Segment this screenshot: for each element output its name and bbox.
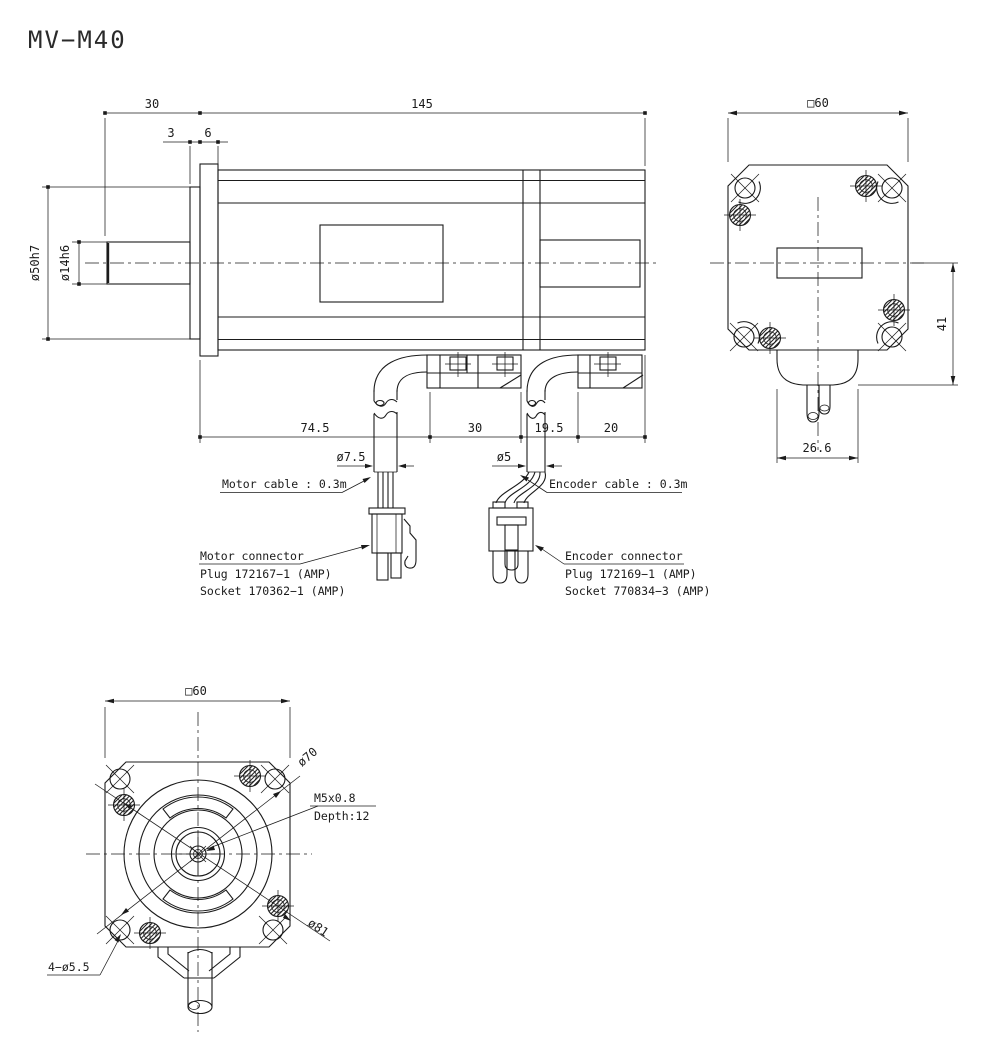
top-arc-slot xyxy=(162,796,234,819)
tap-thread-label: M5x0.8 xyxy=(314,791,356,805)
dim-30-bottom: 30 xyxy=(468,421,482,435)
motor-connector-drawing xyxy=(368,472,417,581)
dim-motor-cable-dia: ø7.5 xyxy=(337,450,366,464)
motor-body xyxy=(217,169,646,351)
encoder-cable-label: Encoder cable : 0.3m xyxy=(549,477,688,491)
dim-19-5: 19.5 xyxy=(535,421,564,435)
encoder-connector-title: Encoder connector xyxy=(565,549,683,563)
motor-cable xyxy=(373,354,428,473)
dim-20: 20 xyxy=(604,421,618,435)
dim-front-frame-size: □60 xyxy=(185,684,207,698)
front-cable-exit xyxy=(157,947,241,1015)
side-callouts: Motor cable : 0.3m Encoder cable : 0.3m … xyxy=(199,475,710,598)
front-corner-circle-dimension: ø81 xyxy=(94,783,331,942)
rear-41-dimension: 41 xyxy=(858,262,958,386)
dim-body-length: 145 xyxy=(411,97,433,111)
side-view: 30 145 3 6 ø50h7 ø14h6 xyxy=(28,97,710,598)
dim-pilot-diameter: ø70 xyxy=(295,745,321,770)
side-bottom-dimensions: 74.5 30 19.5 20 xyxy=(198,355,647,443)
rear-frame-dimension: □60 xyxy=(727,96,909,162)
front-tap-callout: M5x0.8 Depth:12 xyxy=(206,791,376,851)
rear-view: □60 xyxy=(710,96,958,463)
encoder-connector-socket: Socket 770834−3 (AMP) xyxy=(565,584,710,598)
motor-outline xyxy=(85,163,660,357)
encoder-connector-plug: Plug 172169−1 (AMP) xyxy=(565,567,697,581)
rear-connector-shroud xyxy=(776,350,859,423)
rear-26-6-dimension: 26.6 xyxy=(776,389,859,463)
encoder-cable xyxy=(526,354,579,473)
dim-74-5: 74.5 xyxy=(301,421,330,435)
bottom-arc-slot xyxy=(162,889,234,912)
front-view: □60 xyxy=(47,684,376,1032)
side-left-dimensions: ø50h7 ø14h6 xyxy=(28,185,190,341)
drawing-title: MV−M40 xyxy=(28,26,127,54)
encoder-connector-drawing xyxy=(488,471,546,584)
motor-cable-gland xyxy=(426,352,522,389)
dim-shoulder: 3 xyxy=(167,126,174,140)
dim-boss-diameter: ø50h7 xyxy=(28,245,42,281)
flange xyxy=(199,163,219,357)
encoder-cable-gland xyxy=(577,352,644,389)
dim-connector-width: 26.6 xyxy=(803,441,832,455)
front-frame-dimension: □60 xyxy=(104,684,291,758)
cable-diameter-dimensions: ø7.5 ø5 xyxy=(337,450,562,469)
motor-cable-label: Motor cable : 0.3m xyxy=(222,477,347,491)
dim-rear-frame-size: □60 xyxy=(807,96,829,110)
motor-connector-title: Motor connector xyxy=(200,549,304,563)
dim-shaft-length: 30 xyxy=(145,97,159,111)
connector-latch xyxy=(403,518,417,569)
rear-flange-outline xyxy=(727,164,909,351)
dim-shaft-diameter: ø14h6 xyxy=(58,245,72,281)
dim-encoder-cable-dia: ø5 xyxy=(497,450,511,464)
encoder-label-plate xyxy=(539,239,641,288)
front-mounting-holes-callout: 4−ø5.5 xyxy=(47,934,121,976)
motor-connector-socket: Socket 170362−1 (AMP) xyxy=(200,584,345,598)
nameplate xyxy=(319,224,444,303)
dim-center-to-connector: 41 xyxy=(935,317,949,331)
dim-flange-thickness: 6 xyxy=(204,126,211,140)
dim-corner-circle: ø81 xyxy=(305,916,331,940)
side-top-dimensions: 30 145 3 6 xyxy=(103,97,647,236)
tap-depth-label: Depth:12 xyxy=(314,809,369,823)
mounting-holes-label: 4−ø5.5 xyxy=(48,960,90,974)
motor-connector-plug: Plug 172167−1 (AMP) xyxy=(200,567,332,581)
